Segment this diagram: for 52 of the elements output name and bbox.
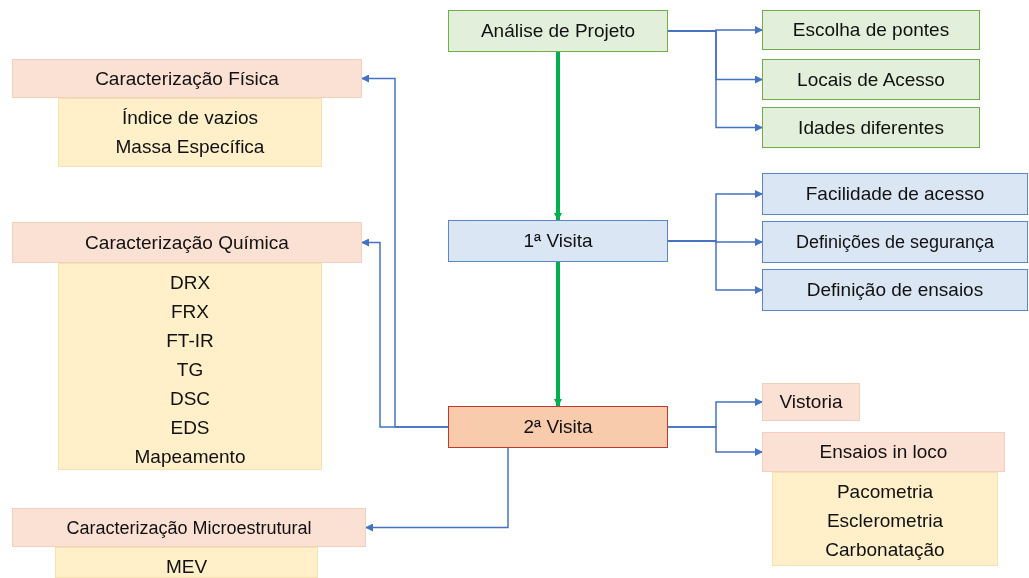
- box-label: Ensaios in loco: [819, 440, 948, 464]
- detail-box: [772, 472, 998, 566]
- box-label: Idades diferentes: [798, 115, 944, 140]
- box-label: Definição de ensaios: [806, 278, 984, 302]
- connector-arrow: [667, 426, 763, 456]
- process-box: [762, 10, 980, 50]
- connector-arrow: [667, 30, 763, 132]
- box-label: MEV: [165, 555, 208, 578]
- box-label: Locais de Acesso: [797, 67, 945, 92]
- box-label: 2ª Visita: [523, 415, 593, 439]
- detail-box: [58, 263, 322, 470]
- box-label: DSC: [169, 387, 211, 411]
- category-box: [12, 222, 362, 263]
- box-label: Definições de segurança: [795, 231, 995, 254]
- process-box: [448, 220, 668, 262]
- detail-box: [55, 547, 318, 578]
- connector-arrow: [554, 262, 562, 407]
- process-box: [762, 221, 1028, 263]
- box-label: Carbonatação: [825, 538, 945, 562]
- process-box: [762, 59, 980, 100]
- box-label: Caracterização Física: [95, 66, 279, 91]
- box-label: Análise de Projeto: [480, 19, 636, 43]
- box-label: 1ª Visita: [523, 229, 593, 253]
- box-label: Caracterização Química: [85, 230, 289, 255]
- connector-arrow: [365, 447, 509, 532]
- box-label: Pacometria: [836, 480, 934, 504]
- box-label: Esclerometria: [826, 509, 944, 533]
- process-box: [762, 269, 1028, 311]
- category-box: [762, 383, 860, 421]
- box-label: Escolha de pontes: [792, 18, 950, 42]
- detail-box: [58, 98, 322, 167]
- category-box: [12, 59, 362, 98]
- category-box: [12, 508, 366, 547]
- box-label: Vistoria: [779, 390, 843, 414]
- box-label: Facilidade de acesso: [805, 182, 985, 206]
- box-label: DRX: [169, 271, 211, 295]
- box-label: Massa Específica: [115, 135, 265, 159]
- connector-arrow: [554, 52, 562, 221]
- box-label: Índice de vazios: [121, 106, 259, 130]
- box-label: Caracterização Microestrutural: [66, 516, 312, 540]
- box-label: FT-IR: [166, 329, 214, 353]
- process-box: [448, 10, 668, 52]
- box-label: EDS: [170, 416, 210, 440]
- box-label: FRX: [171, 300, 209, 324]
- process-box: [448, 406, 668, 448]
- connector-arrow: [667, 240, 763, 294]
- box-label: Mapeamento: [134, 445, 246, 469]
- connector-arrow: [361, 238, 449, 428]
- box-label: TG: [176, 358, 204, 382]
- category-box: [762, 432, 1005, 472]
- process-box: [762, 107, 980, 148]
- process-box: [762, 173, 1028, 215]
